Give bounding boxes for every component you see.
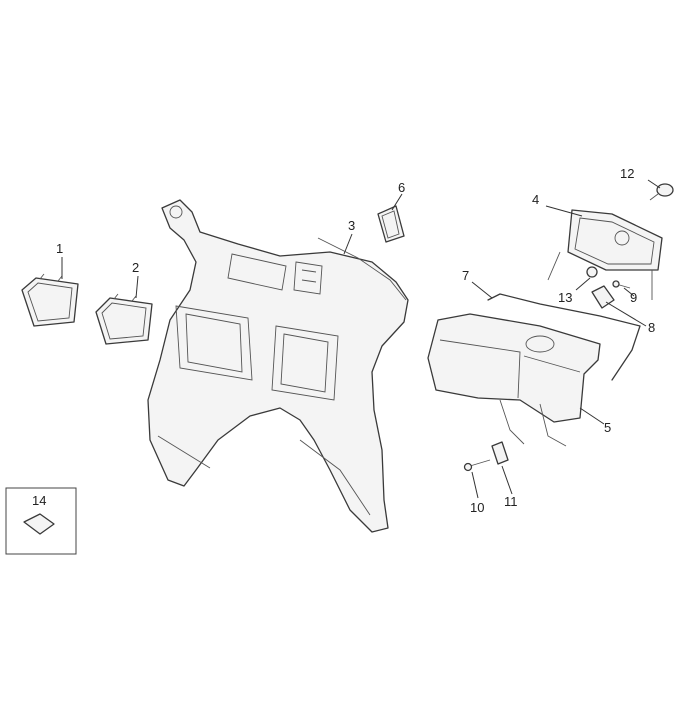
callout-13: 13: [558, 290, 572, 305]
part-12-knob: [649, 183, 674, 201]
callout-5: 5: [604, 420, 611, 435]
part-4-glovebox-panel: [547, 209, 663, 300]
callout-1: 1: [56, 241, 63, 256]
callout-12: 12: [620, 166, 634, 181]
part-8-latch: [591, 285, 615, 309]
part-13-washer: [586, 266, 598, 278]
callout-7: 7: [462, 268, 469, 283]
part-5-glovebox-tray: [427, 313, 601, 447]
callout-4: 4: [532, 192, 539, 207]
callout-14: 14: [32, 493, 46, 508]
callout-10: 10: [470, 500, 484, 515]
part-1-vent-cover: [21, 273, 79, 327]
part-11-bracket: [491, 441, 509, 465]
callout-labels: 1 2 3 4 5 6 7 8 9 10 11 12 13 14: [32, 166, 655, 515]
leader-lines: [61, 179, 661, 499]
part-9-screw: [612, 280, 631, 289]
part-2-vent-cover: [95, 293, 153, 345]
callout-9: 9: [630, 290, 637, 305]
part-14-inset: [5, 487, 77, 555]
callout-11: 11: [504, 494, 518, 509]
part-7-seal-strip: [487, 293, 641, 381]
callout-6: 6: [398, 180, 405, 195]
callout-3: 3: [348, 218, 355, 233]
part-6-clip: [377, 205, 405, 243]
inset-box: [5, 487, 77, 555]
callout-8: 8: [648, 320, 655, 335]
callout-2: 2: [132, 260, 139, 275]
part-3-inner-shield: [147, 199, 409, 533]
part-10-bolt: [463, 459, 491, 472]
